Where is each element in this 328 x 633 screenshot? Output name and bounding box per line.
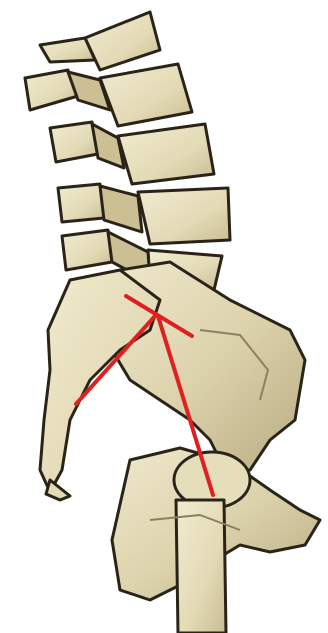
femur-shaft <box>176 500 226 633</box>
coccyx <box>46 480 70 500</box>
pelvis <box>40 262 320 633</box>
lumbar-vertebrae <box>25 12 230 290</box>
vertebra-l3 <box>50 122 214 184</box>
vertebra-l2 <box>25 64 192 126</box>
vertebra-l1 <box>40 12 160 70</box>
